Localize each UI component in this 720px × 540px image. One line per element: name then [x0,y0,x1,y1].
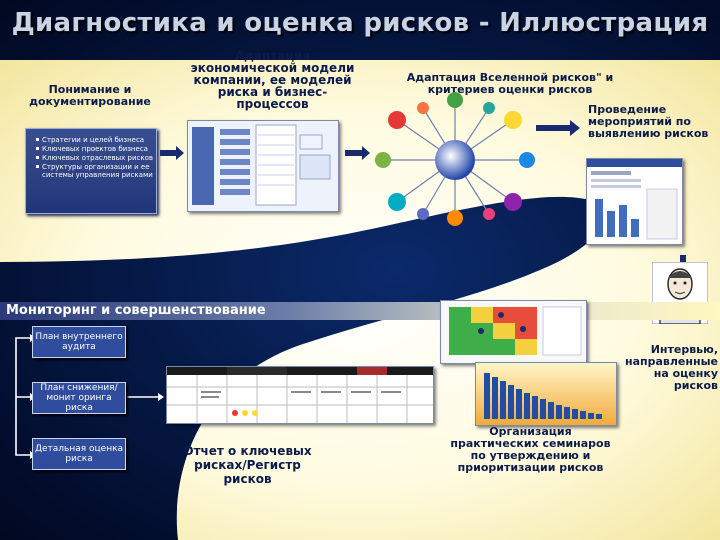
arrow-right-2 [345,146,370,160]
arrow-right-1 [160,146,184,160]
risk-register-thumbnail [166,366,434,424]
label-interview: Интервью, направленные на оценку рисков [624,343,718,392]
bullet-item: Ключевых отраслевых рисков [36,154,156,162]
risk-heatmap-graphic [441,301,586,363]
side-box-mitigation-plan: План снижения/монит оринга риска [32,382,126,414]
org-chart-thumbnail [187,120,339,212]
label-understanding: Понимание и документирование [29,83,151,108]
monitoring-banner: Мониторинг и совершенствование [0,302,720,320]
risk-register-graphic [167,367,433,423]
prioritization-chart-thumbnail [475,362,617,426]
bracket-connector [15,337,30,456]
understanding-bullets: Стратегии и целей бизнеса Ключевых проек… [25,128,157,214]
label-key-risks: Отчет о ключевых рисках/Регистр рисков [183,444,312,486]
org-chart-graphic [192,124,331,206]
bullet-item: Структуры организации и ее системы управ… [36,163,156,179]
assessment-screen-graphic [587,159,682,240]
label-adaptation-model: Адаптация экономической модели компании,… [190,49,355,111]
bullet-item: Стратегии и целей бизнеса [36,136,156,144]
label-workshops: Организация практических семинаров по ут… [450,425,611,474]
arrow-right-3 [536,120,580,136]
side-box-detailed-assessment: Детальная оценка риска [32,438,126,470]
side-box-audit-plan: План внутреннего аудита [32,326,126,358]
prioritization-chart-graphic [476,363,616,425]
label-assessment: Проведение мероприятий по выявлению риск… [588,103,709,140]
risk-universe-graphic [375,92,535,226]
label-adaptation-universe: Адаптация Вселенной рисков" и критериев … [406,71,614,96]
bullet-item: Ключевых проектов бизнеса [36,145,156,153]
risk-heatmap-thumbnail [440,300,587,364]
assessment-screen-thumbnail [586,158,683,245]
page-title: Диагностика и оценка рисков - Иллюстраци… [11,8,709,38]
